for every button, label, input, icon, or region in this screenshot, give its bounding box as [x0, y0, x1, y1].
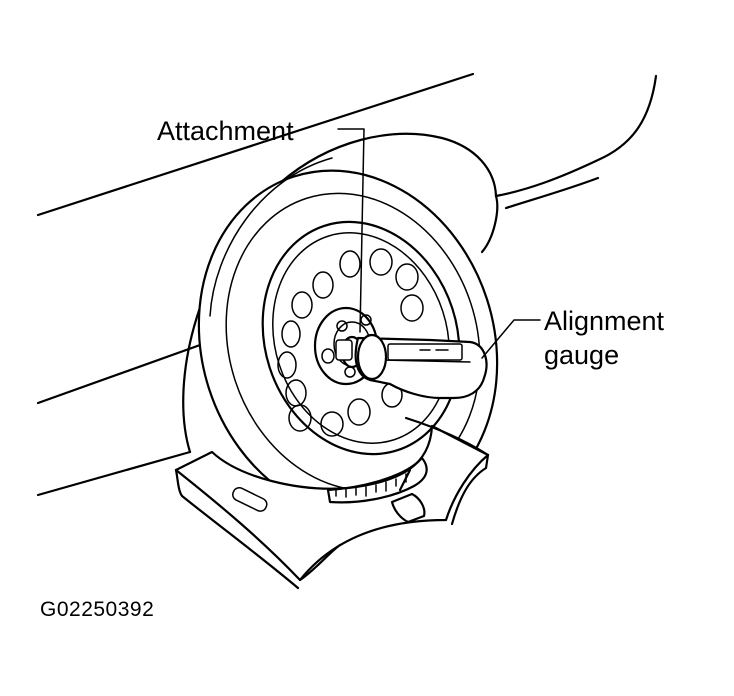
gauge-leader-line [481, 319, 541, 359]
figure-id: G02250392 [40, 598, 155, 621]
degree-scale [326, 456, 428, 504]
alignment-gauge-label-line1: Alignment [544, 306, 665, 336]
wheel-well [182, 132, 498, 454]
alignment-gauge-label-line2: gauge [544, 340, 620, 370]
rim-holes [277, 248, 424, 437]
attachment-label: Attachment [157, 116, 294, 146]
alignment-gauge [354, 333, 488, 400]
turntable-pointer [390, 468, 426, 524]
attachment-leader-line [337, 128, 365, 333]
leader-lines [337, 128, 541, 359]
car-body [36, 72, 658, 497]
